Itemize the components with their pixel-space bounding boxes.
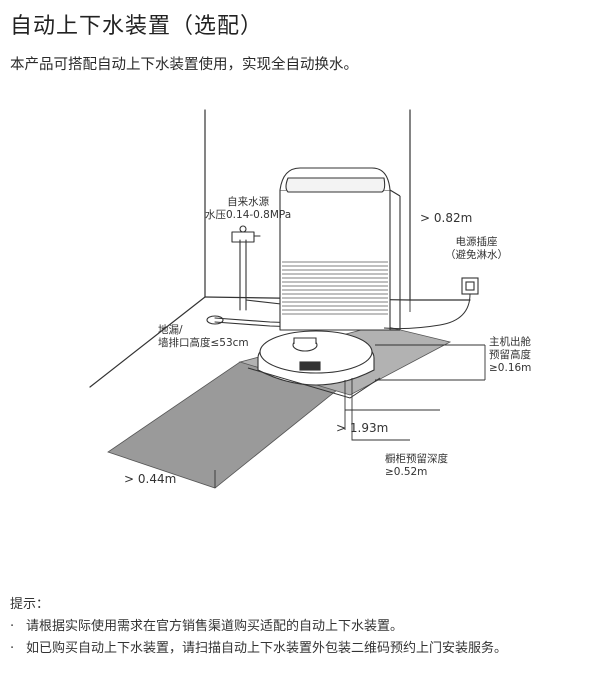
cabinet-depth-label: 橱柜预留深度 ≥0.52m: [385, 453, 448, 478]
power-socket-icon: [461, 277, 479, 295]
power-cord: [383, 293, 471, 330]
robot-vacuum: [257, 330, 375, 386]
bullet-icon: ·: [10, 619, 15, 634]
robot-clearance-label: 主机出舱 预留高度 ≥0.16m: [489, 336, 532, 374]
depth-label: > 1.93m: [336, 421, 389, 435]
dim-clearance: [375, 344, 486, 381]
ramp: [247, 367, 381, 399]
tip-item: ·如已购买自动上下水装置，请扫描自动上下水装置外包装二维码预约上门安装服务。: [10, 641, 508, 656]
wall-left-floor-edge: [89, 296, 206, 388]
floor-drain: [206, 315, 224, 325]
page-subtitle: 本产品可搭配自动上下水装置使用，实现全自动换水。: [10, 57, 358, 73]
bullet-icon: ·: [10, 641, 15, 656]
base-grille: [282, 261, 388, 315]
water-source-label: 自来水源 水压0.14-0.8MPa: [205, 196, 292, 221]
page-title: 自动上下水装置（选配）: [10, 14, 264, 39]
dim-depth: [344, 380, 440, 430]
width-label: > 0.44m: [124, 472, 177, 486]
power-label: 电源插座 （避免淋水）: [445, 236, 508, 261]
tips-heading: 提示：: [10, 597, 50, 612]
tip-item: ·请根据实际使用需求在官方销售渠道购买适配的自动上下水装置。: [10, 619, 404, 634]
drain-label: 地漏/ 墙排口高度≤53cm: [158, 324, 249, 349]
base-station: [279, 167, 401, 331]
dim-cabinet: [351, 378, 410, 441]
height-label: > 0.82m: [420, 211, 473, 225]
faucet: [231, 231, 255, 243]
